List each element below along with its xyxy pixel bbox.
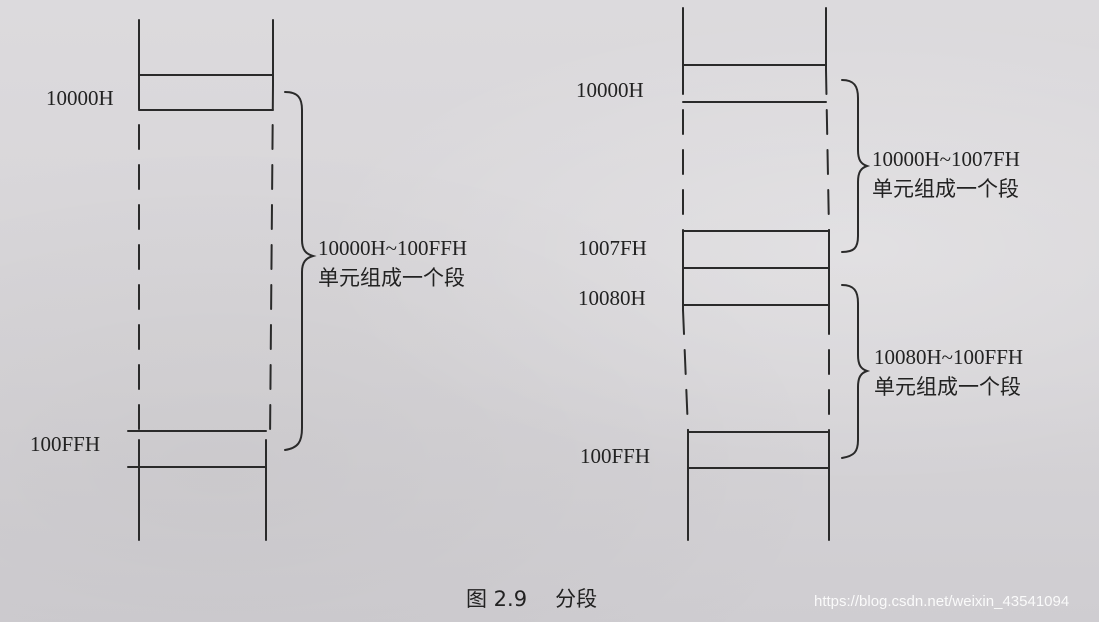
right-segment1-note-range: 10000H~1007FH xyxy=(872,147,1020,171)
figure-caption: 图 2.9 分段 xyxy=(466,583,597,613)
left-segment-brace xyxy=(284,91,317,451)
right-segment2-note-range: 10080H~100FFH xyxy=(874,345,1024,369)
right-segment1-note: 10000H~1007FH 单元组成一个段 xyxy=(872,144,1020,204)
left-address-100FFH: 100FFH xyxy=(30,432,101,456)
right-address-10080H: 10080H xyxy=(578,286,646,310)
right-segment2-note: 10080H~100FFH 单元组成一个段 xyxy=(874,342,1023,402)
right-segment1-brace xyxy=(841,79,871,253)
left-memory-column xyxy=(127,19,274,541)
right-memory-column xyxy=(682,7,830,541)
right-address-100FFH: 100FFH xyxy=(580,444,651,468)
right-address-10000H: 10000H xyxy=(576,78,644,102)
right-segment2-note-desc: 单元组成一个段 xyxy=(874,375,1021,399)
left-segment-note: 10000H~100FFH 单元组成一个段 xyxy=(318,233,467,293)
left-address-10000H: 10000H xyxy=(46,86,114,110)
figure-title: 分段 xyxy=(555,587,598,611)
left-segment-note-range: 10000H~100FFH xyxy=(318,236,468,260)
right-segment2-brace xyxy=(841,284,871,459)
right-segment1-note-desc: 单元组成一个段 xyxy=(872,177,1019,201)
right-address-1007FH: 1007FH xyxy=(578,236,647,260)
left-segment-note-desc: 单元组成一个段 xyxy=(318,266,465,290)
figure-number: 图 2.9 xyxy=(466,587,528,611)
watermark-url: https://blog.csdn.net/weixin_43541094 xyxy=(814,593,1070,610)
